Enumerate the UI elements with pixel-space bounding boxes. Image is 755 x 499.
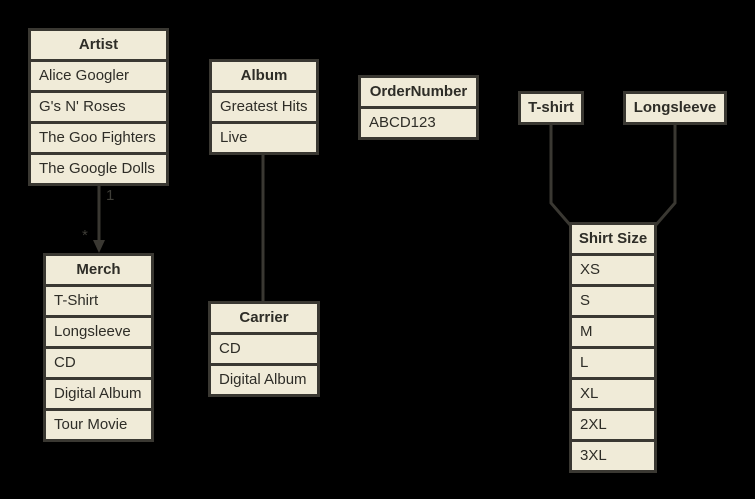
entity-album-title: Album <box>212 62 316 90</box>
entity-row: Digital Album <box>211 366 317 394</box>
entity-row: Longsleeve <box>46 318 151 346</box>
entity-row: T-Shirt <box>46 287 151 315</box>
cardinality-one-label: 1 <box>106 187 115 204</box>
entity-row: 3XL <box>572 442 654 470</box>
entity-row: Live <box>212 124 316 152</box>
entity-row: ABCD123 <box>361 109 476 137</box>
entity-row: M <box>572 318 654 346</box>
entity-row: XL <box>572 380 654 408</box>
entity-shirt-size-title: Shirt Size <box>572 225 654 253</box>
entity-row: 2XL <box>572 411 654 439</box>
entity-row: G's N' Roses <box>31 93 166 121</box>
entity-order-number-title: OrderNumber <box>361 78 476 106</box>
entity-row: Tour Movie <box>46 411 151 439</box>
entity-row: L <box>572 349 654 377</box>
cardinality-many-label: * <box>82 227 88 244</box>
entity-row: S <box>572 287 654 315</box>
entity-row: Greatest Hits <box>212 93 316 121</box>
connector-artist-to-merch <box>93 184 105 253</box>
arrowhead-icon <box>93 240 105 253</box>
entity-merch-title: Merch <box>46 256 151 284</box>
entity-longsleeve: Longsleeve <box>623 91 727 125</box>
entity-artist: Artist Alice Googler G's N' Roses The Go… <box>28 28 169 186</box>
entity-carrier-title: Carrier <box>211 304 317 332</box>
connector-t-shirt-to-shirt-size <box>549 124 573 227</box>
entity-row: Alice Googler <box>31 62 166 90</box>
entity-merch: Merch T-Shirt Longsleeve CD Digital Albu… <box>43 253 154 442</box>
entity-album: Album Greatest Hits Live <box>209 59 319 155</box>
entity-row: CD <box>46 349 151 377</box>
entity-row: XS <box>572 256 654 284</box>
entity-row: Digital Album <box>46 380 151 408</box>
entity-artist-title: Artist <box>31 31 166 59</box>
entity-shirt-size: Shirt Size XS S M L XL 2XL 3XL <box>569 222 657 473</box>
entity-longsleeve-title: Longsleeve <box>626 94 724 122</box>
entity-row: The Google Dolls <box>31 155 166 183</box>
entity-row: The Goo Fighters <box>31 124 166 152</box>
entity-t-shirt-title: T-shirt <box>521 94 581 122</box>
connector-longsleeve-to-shirt-size <box>653 124 677 227</box>
entity-order-number: OrderNumber ABCD123 <box>358 75 479 140</box>
entity-t-shirt: T-shirt <box>518 91 584 125</box>
entity-carrier: Carrier CD Digital Album <box>208 301 320 397</box>
entity-row: CD <box>211 335 317 363</box>
